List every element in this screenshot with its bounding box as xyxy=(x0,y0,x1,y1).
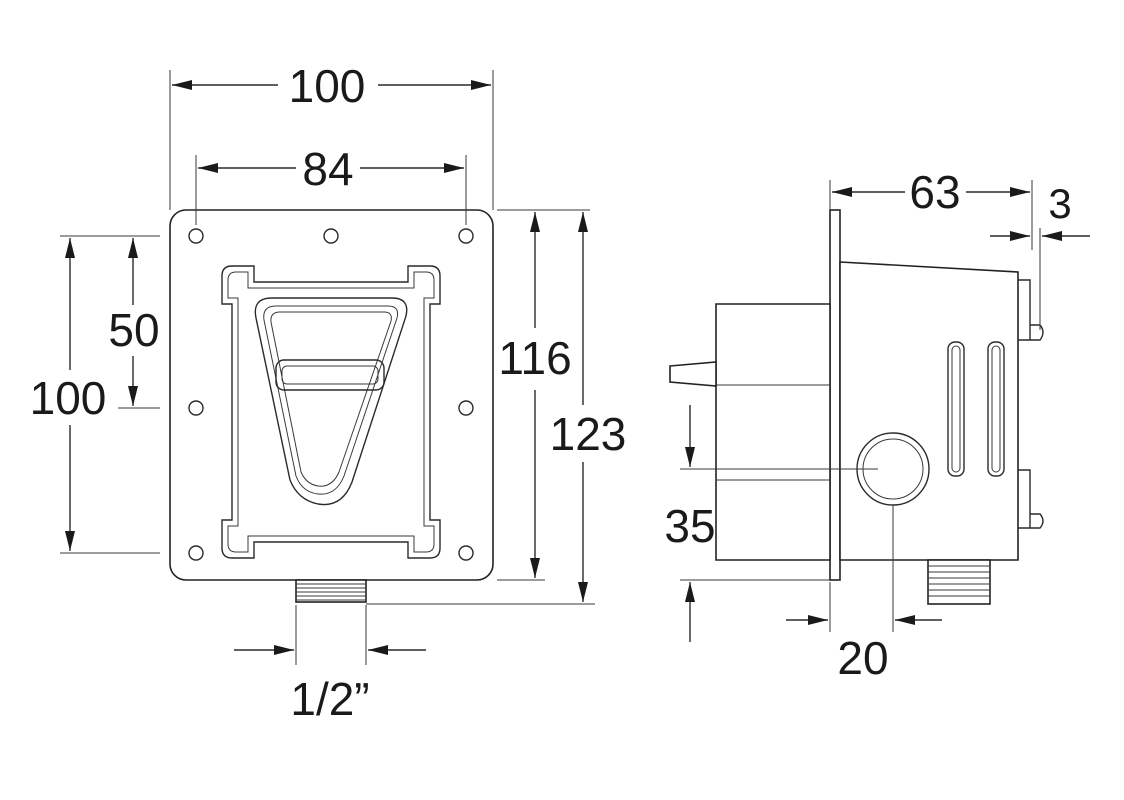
front-dimensions xyxy=(60,70,595,665)
dim-height-total: 123 xyxy=(550,408,627,460)
dim-flange: 3 xyxy=(1048,180,1071,227)
side-view xyxy=(669,209,1044,605)
dim-offset-half: 50 xyxy=(108,304,159,356)
front-view xyxy=(169,209,494,603)
side-thread xyxy=(927,559,991,605)
dim-outlet-offset: 20 xyxy=(837,632,888,684)
dim-thread-size: 1/2” xyxy=(290,673,369,725)
box-body xyxy=(839,261,1019,561)
slot-2 xyxy=(987,341,1005,477)
front-plate xyxy=(169,209,494,581)
handle xyxy=(254,297,408,506)
rear-cap xyxy=(715,303,831,561)
dim-height-left: 100 xyxy=(30,372,107,424)
nozzle xyxy=(669,361,717,387)
dim-height-inner: 116 xyxy=(498,332,571,384)
inner-recess xyxy=(221,265,441,559)
flange xyxy=(829,209,841,581)
slot-1 xyxy=(947,341,965,477)
dim-width-outer: 100 xyxy=(289,60,366,112)
screw-holes xyxy=(188,228,474,561)
dim-depth: 63 xyxy=(909,166,960,218)
dim-width-inner: 84 xyxy=(302,143,353,195)
side-dimensions xyxy=(680,180,1090,642)
dim-outlet-height: 35 xyxy=(664,500,715,552)
thread-outlet xyxy=(295,579,367,603)
